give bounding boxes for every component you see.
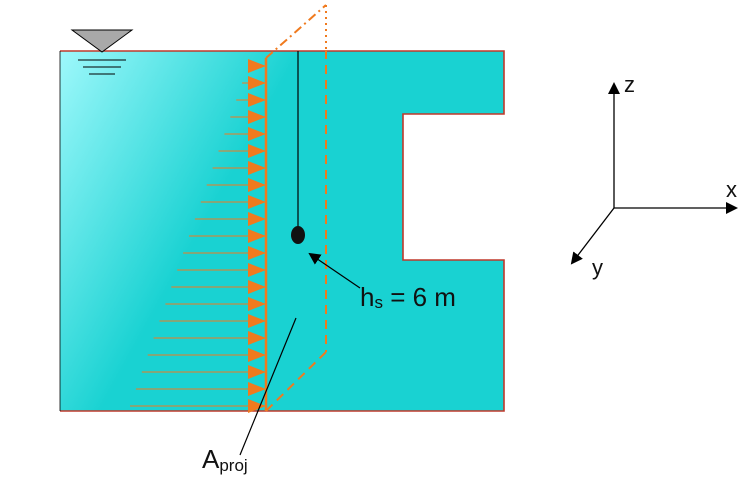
pressure-arrow-head	[248, 297, 266, 311]
area-label-subscript: proj	[219, 456, 247, 475]
z-axis-label: z	[624, 72, 635, 97]
pressure-arrow-head	[248, 382, 266, 396]
area-label: Aproj	[202, 444, 248, 475]
y-axis	[570, 207, 615, 265]
centroid-marker	[291, 226, 305, 244]
pressure-arrow-head	[248, 59, 266, 73]
depth-leader	[308, 252, 361, 289]
pressure-arrow-head	[248, 110, 266, 124]
pressure-arrow-head	[248, 144, 266, 158]
pressure-arrow-head	[248, 127, 266, 141]
x-axis-label: x	[726, 177, 737, 202]
pressure-arrow-head	[248, 348, 266, 362]
depth-label-value: = 6 m	[383, 282, 456, 312]
depth-label-h: h	[360, 282, 374, 312]
pressure-arrow-head	[248, 365, 266, 379]
pressure-arrow-head	[248, 195, 266, 209]
pressure-arrow-head	[248, 212, 266, 226]
pressure-arrow-head	[248, 178, 266, 192]
pressure-arrow-head	[248, 314, 266, 328]
water-body	[60, 51, 504, 411]
pressure-arrow-head	[248, 161, 266, 175]
depth-label-subscript: s	[374, 293, 383, 312]
pressure-arrow-head	[248, 280, 266, 294]
projected-area	[265, 4, 327, 412]
pressure-arrow-head	[248, 331, 266, 345]
pressure-distribution	[130, 59, 266, 413]
coordinate-axes	[570, 82, 738, 265]
area-label-A: A	[202, 444, 220, 474]
y-axis-label: y	[592, 255, 603, 280]
area-leader	[239, 317, 297, 456]
projected-area-top-dotted	[265, 4, 327, 59]
pressure-arrow-head	[248, 246, 266, 260]
pressure-arrow-head	[248, 399, 266, 413]
pressure-arrow-head	[248, 229, 266, 243]
water-surface-icon	[70, 29, 134, 75]
pressure-arrow-head	[248, 263, 266, 277]
depth-label: hs = 6 m	[360, 282, 456, 312]
pressure-arrow-head	[248, 93, 266, 107]
body-outline	[60, 50, 505, 412]
pressure-arrow-head	[248, 76, 266, 90]
